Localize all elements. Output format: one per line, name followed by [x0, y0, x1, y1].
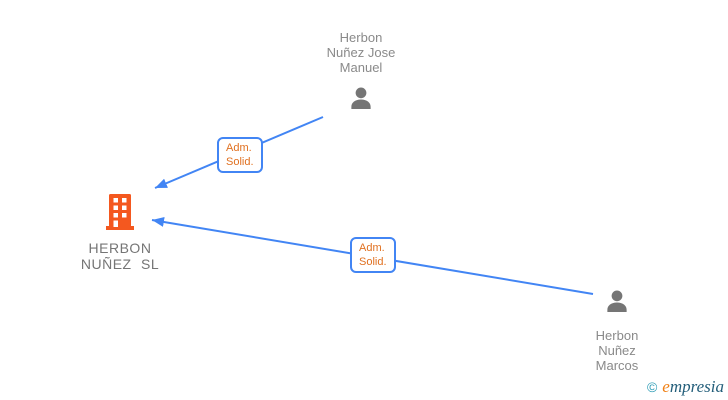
relation-label-line: Solid. [226, 156, 254, 168]
relation-label-line: Adm. [359, 242, 385, 254]
person-name-label: Herbon Nuñez Marcos [596, 328, 639, 373]
person-name-line: Herbon [339, 30, 383, 45]
relation-label-adm-solid-2[interactable]: Adm. Solid. [350, 237, 396, 273]
relation-label-line: Solid. [359, 256, 387, 268]
person-node-herbon-nunez-jose-manuel[interactable]: Herbon Nuñez Jose Manuel [301, 30, 421, 119]
person-name-line: Nuñez [598, 343, 636, 358]
company-node-herbon-nunez-sl[interactable]: HERBON NUÑEZ SL [55, 193, 185, 272]
empresia-logo-initial: e [662, 377, 670, 396]
relation-label-adm-solid-1[interactable]: Adm. Solid. [217, 137, 263, 173]
company-name-label: HERBON NUÑEZ SL [81, 240, 159, 272]
empresia-watermark[interactable]: © empresia [647, 377, 724, 397]
company-building-icon [106, 193, 134, 236]
company-name-line: NUÑEZ SL [80, 256, 160, 272]
empresia-logo: empresia [662, 377, 724, 397]
person-icon [346, 84, 376, 119]
person-name-line: Nuñez Jose [326, 45, 396, 60]
person-node-herbon-nunez-marcos[interactable]: Herbon Nuñez Marcos [557, 287, 677, 373]
copyright-icon: © [646, 379, 658, 395]
person-name-line: Manuel [339, 60, 383, 75]
person-name-label: Herbon Nuñez Jose Manuel [327, 30, 396, 75]
person-icon [602, 287, 632, 322]
company-name-line: HERBON [88, 240, 152, 256]
person-name-line: Marcos [595, 358, 639, 373]
person-name-line: Herbon [595, 328, 639, 343]
empresia-logo-rest: mpresia [669, 377, 724, 396]
relation-label-line: Adm. [226, 142, 252, 154]
